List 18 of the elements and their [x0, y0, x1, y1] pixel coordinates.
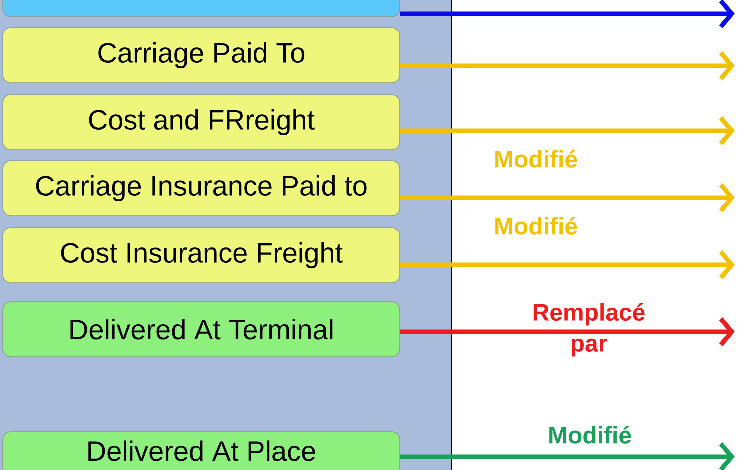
option-box: Cost and FRreight	[2, 94, 400, 150]
arrow	[400, 442, 735, 470]
edge-label: Modifié	[496, 217, 578, 235]
arrow	[400, 184, 735, 212]
edge-label: Modifié	[550, 426, 632, 444]
edge-label: Modifié	[496, 150, 578, 168]
arrow	[400, 318, 735, 346]
option-box: Cost Insurance Freight	[2, 228, 400, 284]
arrow	[400, 52, 735, 80]
option-box: Carriage Paid To	[2, 28, 400, 84]
edge-label: Remplacé par	[534, 303, 645, 357]
option-box	[2, 0, 400, 18]
arrow	[400, 250, 735, 280]
arrow	[400, 0, 735, 28]
option-box: Delivered At Terminal	[2, 302, 400, 358]
arrow	[400, 116, 735, 146]
option-box: Carriage Insurance Paid to	[2, 160, 400, 216]
option-box: Delivered At Place	[2, 432, 400, 470]
